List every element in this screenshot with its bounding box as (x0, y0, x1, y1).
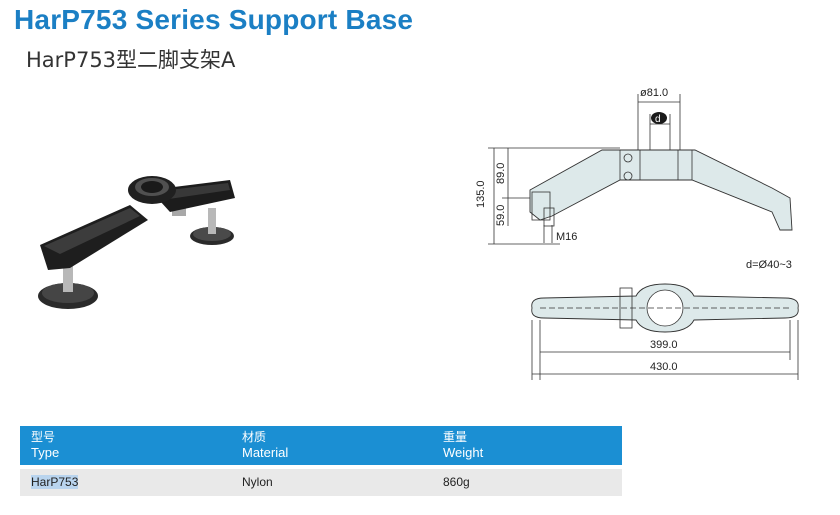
dim-total-length-label: 430.0 (650, 361, 678, 373)
dim-lower-height-label: 59.0 (495, 205, 507, 226)
header-weight-en: Weight (443, 445, 484, 460)
table-row: HarP753 Nylon 860g (20, 465, 622, 496)
page-title: HarP753 Series Support Base (14, 4, 414, 35)
cell-type: HarP753 (20, 465, 231, 496)
page-subtitle: HarP753型二脚支架A (26, 48, 236, 72)
dim-d-label: d (655, 114, 661, 125)
header-type: 型号 Type (20, 426, 231, 467)
cell-material: Nylon (231, 465, 432, 496)
header-type-cn: 型号 (31, 430, 56, 444)
header-weight-cn: 重量 (443, 430, 468, 444)
header-type-en: Type (31, 445, 60, 460)
product-photo (38, 176, 235, 309)
dim-inner-length-label: 399.0 (650, 339, 678, 351)
header-material: 材质 Material (231, 426, 432, 467)
technical-drawing: ø81.0 d 135.0 89.0 59.0 M16 d=Ø40~3 399.… (475, 87, 799, 380)
cell-weight: 860g (432, 465, 622, 496)
bore-note: d=Ø40~3 (746, 259, 792, 271)
spec-table: 型号 Type 材质 Material 重量 Weight HarP753 Ny… (20, 426, 622, 496)
header-weight: 重量 Weight (432, 426, 622, 467)
header-material-en: Material (242, 445, 289, 460)
table-header-row: 型号 Type 材质 Material 重量 Weight (20, 426, 622, 467)
dim-upper-height-label: 89.0 (495, 163, 507, 184)
dim-total-height-label: 135.0 (475, 180, 487, 208)
cell-type-value: HarP753 (31, 475, 79, 489)
dim-top-label: ø81.0 (640, 87, 668, 99)
header-material-cn: 材质 (242, 430, 267, 444)
thread-label: M16 (556, 231, 577, 243)
